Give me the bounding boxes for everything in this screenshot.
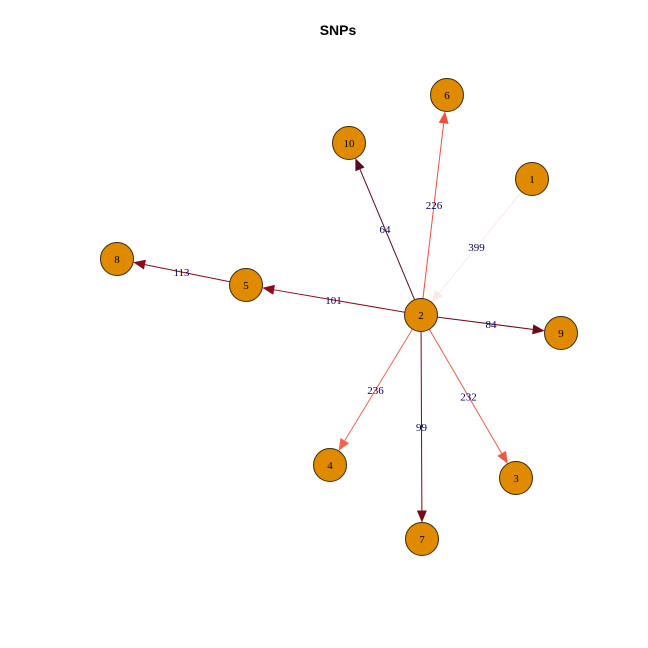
edge-label-2-6: 226 — [426, 200, 443, 212]
edge-arrowhead-2-10 — [355, 158, 365, 172]
edge-2-5 — [274, 289, 405, 313]
edge-2-7 — [420, 331, 423, 511]
edge-2-9 — [437, 316, 533, 330]
edge-arrowhead-1-2 — [431, 289, 443, 303]
node-label-9: 9 — [558, 328, 564, 340]
edge-2-6 — [422, 123, 445, 299]
edge-arrowhead-2-9 — [532, 324, 545, 335]
edge-2-3 — [428, 329, 503, 454]
edge-arrowhead-5-8 — [133, 259, 146, 270]
node-label-1: 1 — [529, 174, 535, 186]
node-7 — [405, 522, 439, 556]
edge-arrowhead-2-3 — [497, 450, 508, 464]
node-label-6: 6 — [444, 90, 450, 102]
edge-2-4 — [344, 328, 413, 441]
node-3 — [499, 461, 533, 495]
edge-label-1-2: 399 — [468, 242, 485, 254]
node-2 — [404, 298, 438, 332]
nodes-layer: 1 2 3 4 5 6 7 8 9 10 — [100, 78, 578, 556]
node-9 — [544, 316, 578, 350]
edge-arrowhead-2-4 — [338, 438, 350, 451]
edge-label-2-3: 232 — [460, 392, 477, 404]
node-8 — [100, 242, 134, 276]
node-label-8: 8 — [114, 254, 120, 266]
edge-labels-layer: 399 226 64 101 113 84 236 99 232 — [173, 200, 497, 434]
node-1 — [515, 162, 549, 196]
edge-arrowhead-2-6 — [438, 111, 449, 124]
edge-1-2 — [438, 191, 522, 294]
node-label-7: 7 — [419, 534, 425, 546]
edge-label-2-5: 101 — [325, 295, 342, 307]
edges-layer — [133, 111, 545, 523]
node-10 — [332, 126, 366, 160]
graph-title: SNPs — [320, 22, 357, 38]
node-4 — [313, 448, 347, 482]
node-label-5: 5 — [243, 280, 249, 292]
edge-arrowhead-2-7 — [416, 510, 427, 523]
edge-label-2-7: 99 — [416, 422, 428, 434]
edge-label-2-4: 236 — [367, 385, 384, 397]
node-label-2: 2 — [418, 310, 424, 322]
node-6 — [430, 78, 464, 112]
edge-2-10 — [359, 169, 416, 300]
node-label-4: 4 — [327, 460, 333, 472]
edge-5-8 — [144, 264, 230, 283]
node-label-10: 10 — [344, 138, 356, 150]
node-label-3: 3 — [513, 473, 519, 485]
edge-label-5-8: 113 — [173, 267, 190, 279]
edge-arrowhead-2-5 — [262, 284, 275, 295]
node-5 — [229, 268, 263, 302]
edge-label-2-9: 84 — [486, 319, 498, 331]
edge-label-2-10: 64 — [380, 224, 392, 236]
